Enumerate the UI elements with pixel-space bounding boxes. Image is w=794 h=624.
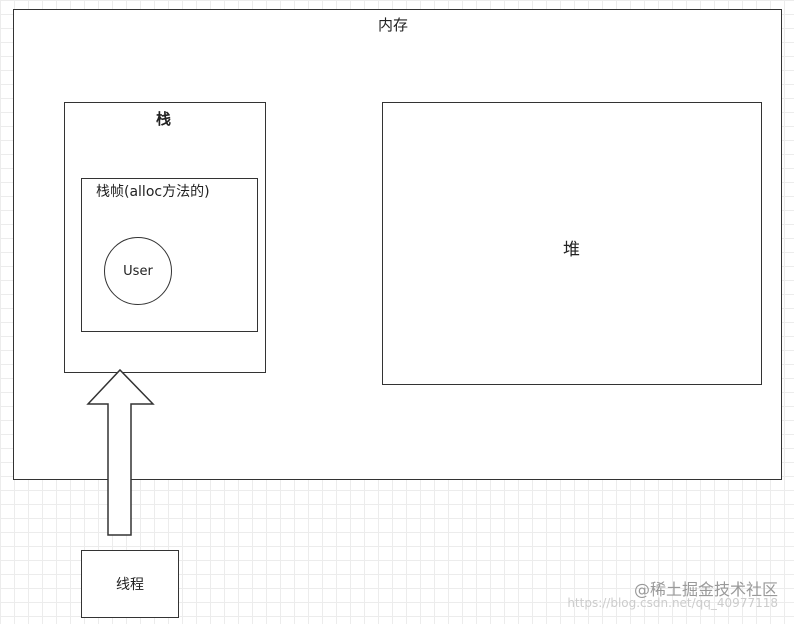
heap-box: 堆 bbox=[382, 102, 762, 385]
watermark-brand: @稀土掘金技术社区 bbox=[633, 580, 778, 599]
user-object-label: User bbox=[123, 263, 153, 279]
watermark-url: https://blog.csdn.net/qq_40977118 bbox=[567, 596, 778, 610]
stack-label: 栈 bbox=[156, 110, 172, 128]
watermark: @稀土掘金技术社区 https://blog.csdn.net/qq_40977… bbox=[567, 576, 778, 610]
stack-frame-box: 栈帧(alloc方法的) User bbox=[81, 178, 258, 332]
thread-label: 线程 bbox=[116, 577, 144, 593]
thread-box: 线程 bbox=[81, 550, 179, 618]
memory-label: 内存 bbox=[378, 16, 409, 34]
stack-frame-label: 栈帧(alloc方法的) bbox=[96, 184, 210, 200]
heap-label: 堆 bbox=[563, 240, 580, 260]
user-object-circle: User bbox=[104, 237, 172, 305]
thread-to-stack-arrow bbox=[86, 368, 155, 536]
stack-box: 栈 栈帧(alloc方法的) User bbox=[64, 102, 266, 373]
